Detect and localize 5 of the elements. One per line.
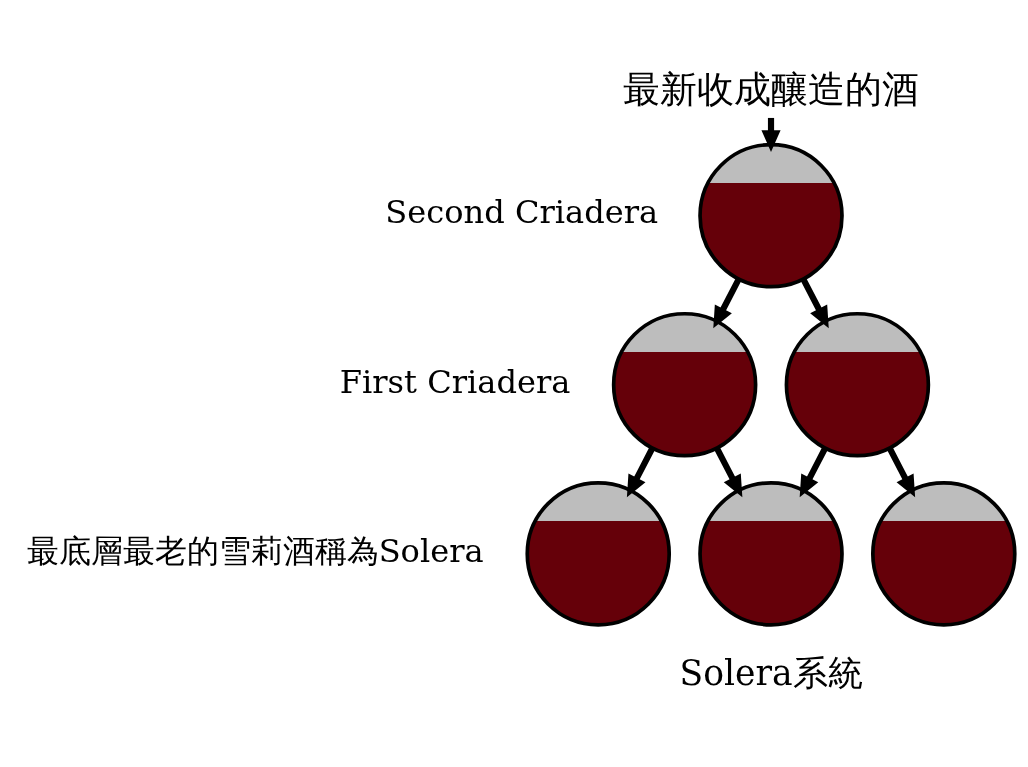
- node-label: First Criadera: [339, 362, 571, 401]
- label: Solera系統: [679, 652, 863, 693]
- node-text: 最新收成釀造的酒: [623, 67, 920, 111]
- node-label: Second Criadera: [385, 193, 659, 232]
- node-label: 最底層最老的雪莉酒稱為Solera: [26, 531, 484, 570]
